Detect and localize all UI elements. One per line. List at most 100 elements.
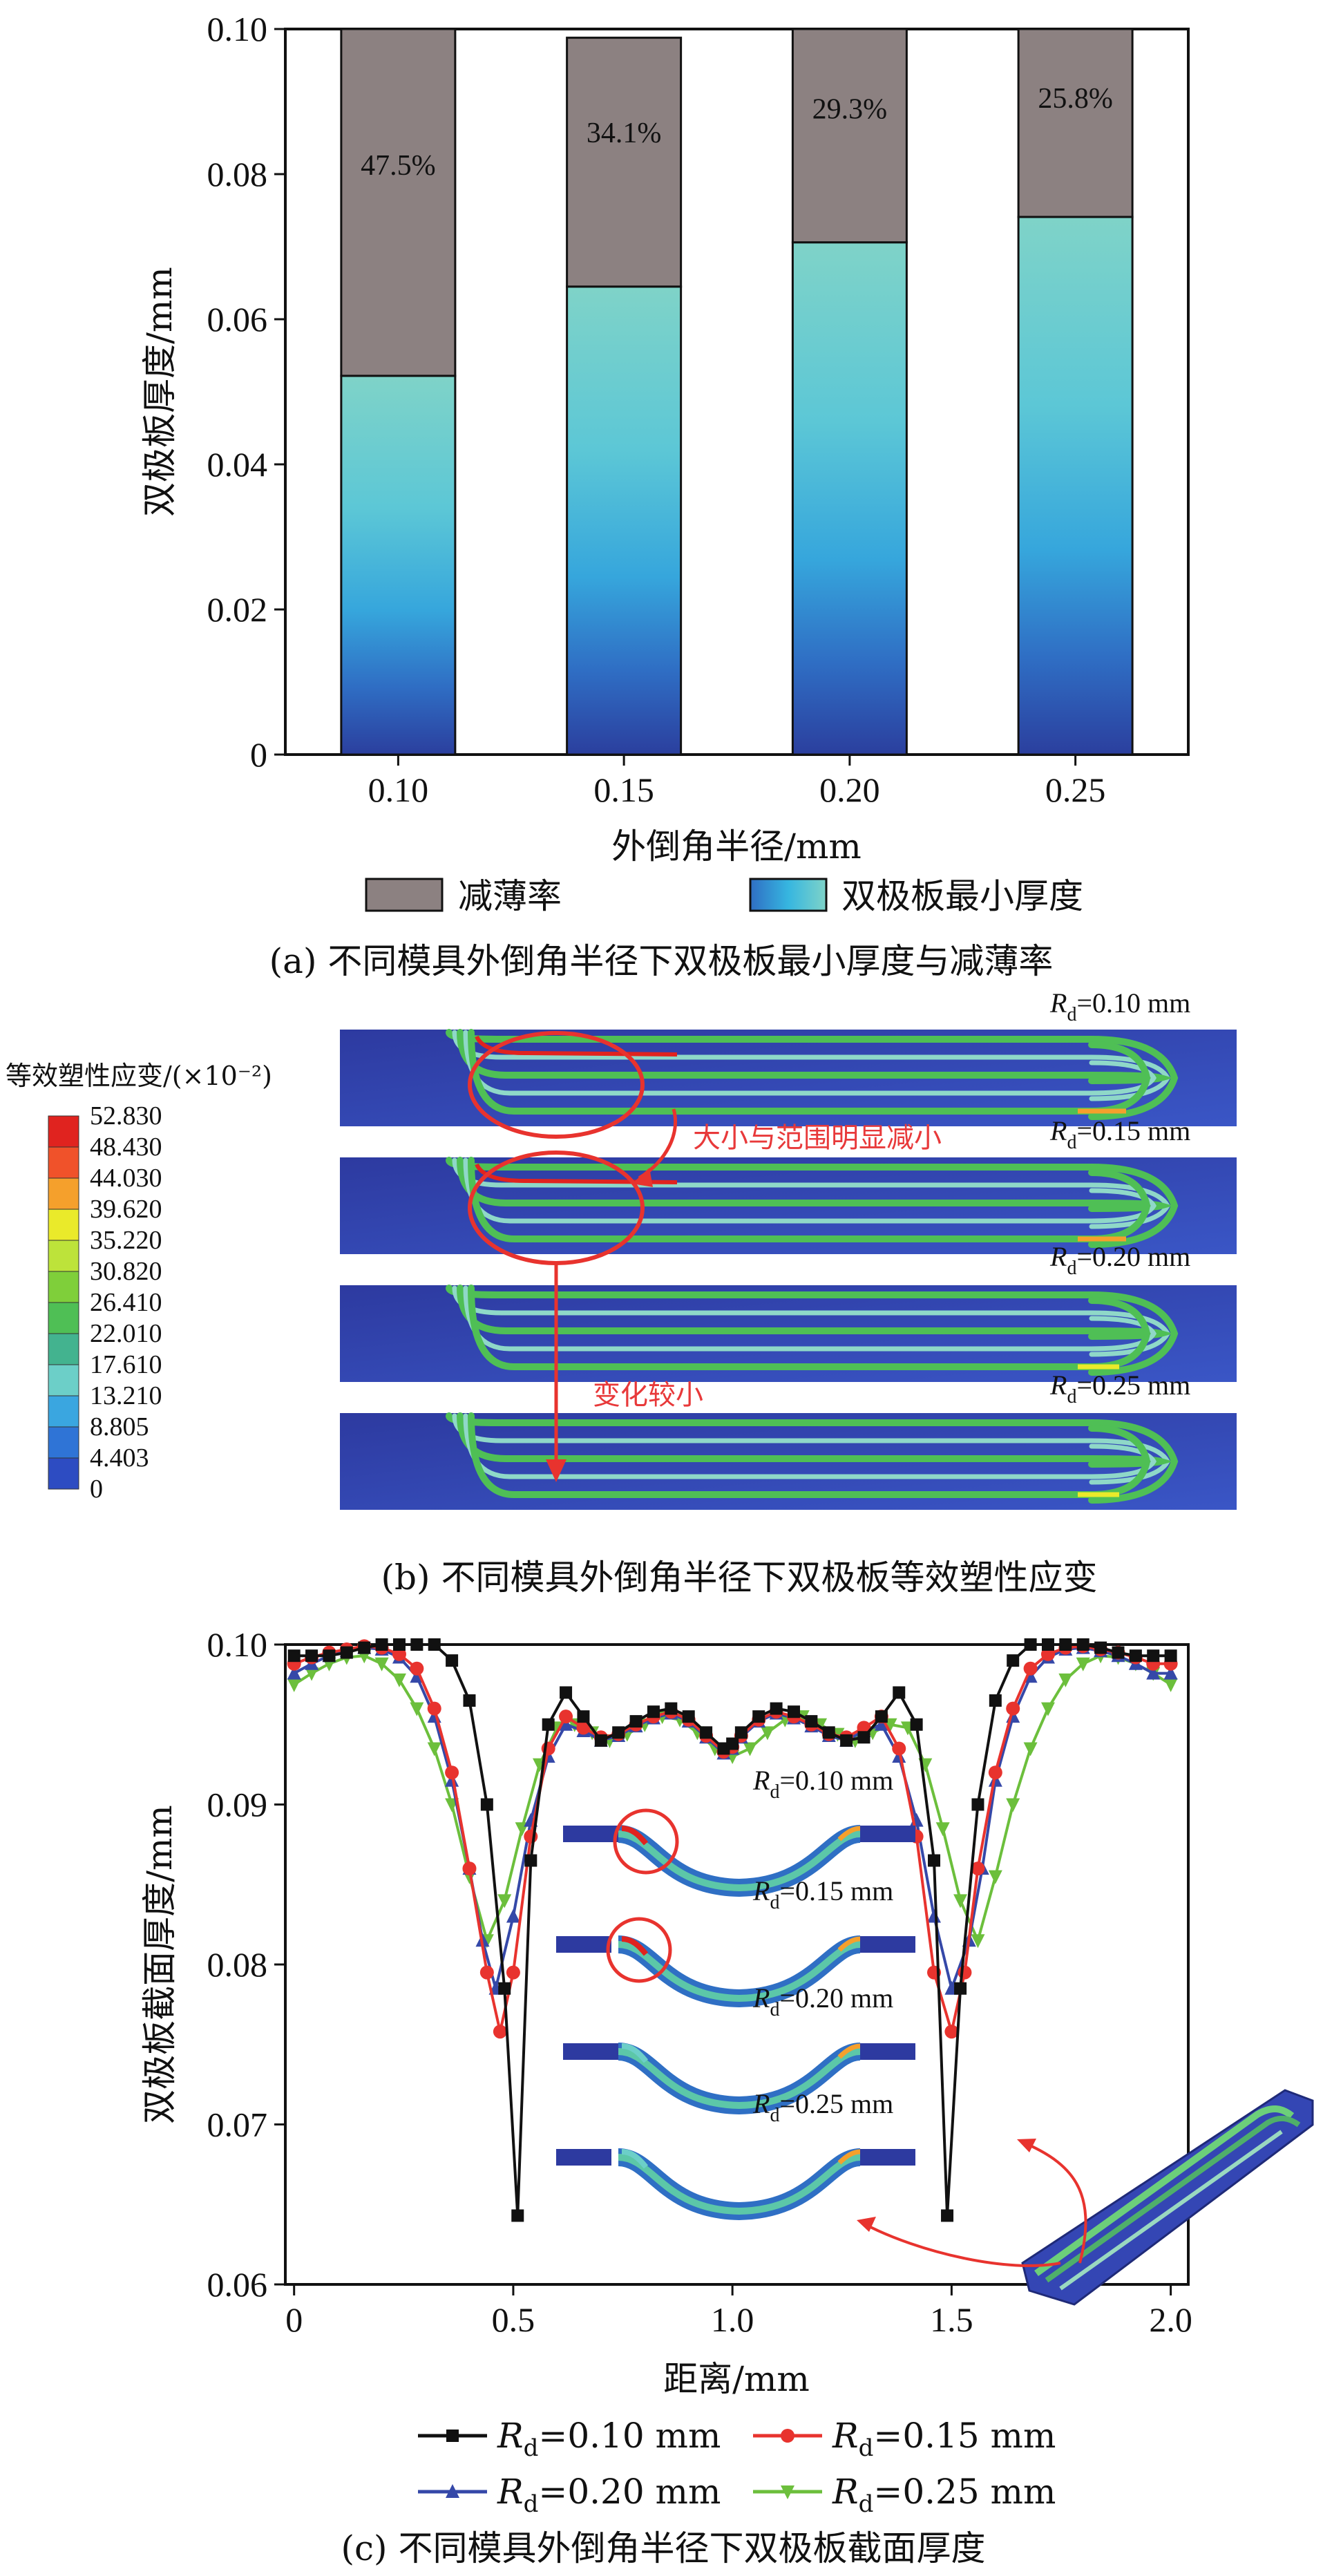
plate-2-channel-4 <box>468 1285 1151 1370</box>
colorbar-swatch-5 <box>48 1271 79 1303</box>
c-y-tick-label-0: 0.06 <box>207 2265 268 2304</box>
series-1-point-8 <box>427 1701 441 1716</box>
series-1 <box>287 1639 1178 2039</box>
annotation-text-2: 变化较小 <box>593 1379 703 1411</box>
plate-label-0-value: =0.10 mm <box>1076 987 1190 1019</box>
legend-entry-0: Rd=0.10 mm <box>418 2416 721 2462</box>
plate-label-0-sub: d <box>1067 1004 1076 1025</box>
colorbar-value-2: 44.030 <box>90 1164 162 1193</box>
plate-label-1: Rd=0.15 mm <box>1049 1115 1190 1153</box>
c-x-tick-label-4: 2.0 <box>1149 2300 1192 2339</box>
inset-arrow-2 <box>863 2222 1061 2267</box>
cross-section-label-1-sub: d <box>770 1892 779 1913</box>
series-3-point-41 <box>1006 1798 1020 1812</box>
cross-section-1-hotspot <box>621 1936 649 1956</box>
panel-c-x-axis-label: 距离/mm <box>663 2359 810 2399</box>
series-0-point-10 <box>463 1694 476 1707</box>
cross-section-label-2: Rd=0.20 mm <box>752 1982 893 2020</box>
cross-section-0-right-hotspot <box>837 1826 861 1841</box>
series-1-point-11 <box>479 1965 494 1980</box>
series-0-point-34 <box>857 1731 870 1744</box>
series-0-point-9 <box>446 1654 459 1667</box>
colorbar-value-7: 22.010 <box>90 1319 162 1348</box>
series-0-point-19 <box>612 1726 625 1739</box>
x-tick-label-3: 0.25 <box>1045 770 1106 809</box>
series-3-point-1 <box>305 1667 319 1681</box>
cross-section-3-core <box>618 2154 861 2215</box>
legend-label-2-value: =0.20 mm <box>538 2472 721 2512</box>
colorbar-title: 等效塑性应变/(×10⁻²) <box>6 1061 272 1091</box>
legend-swatch-thinning <box>365 878 444 912</box>
inset-highlight-circle-2 <box>606 1917 672 1983</box>
inset-arrowhead-1 <box>1017 2139 1036 2152</box>
plate-0-channel-4 <box>468 1029 1151 1115</box>
series-0-point-23 <box>682 1710 695 1723</box>
panel-a-bars: 47.5%34.1%29.3%25.8% <box>340 28 1134 756</box>
legend-label-thinning: 减薄率 <box>458 876 562 916</box>
series-0-point-26 <box>726 1737 739 1750</box>
panel-a-y-ticks: 00.020.040.060.080.10 <box>207 10 285 774</box>
series-0-point-41 <box>971 1798 984 1811</box>
series-2-line <box>293 1646 1171 1994</box>
legend-entry-2: Rd=0.20 mm <box>418 2472 721 2518</box>
legend-marker-1 <box>781 2429 794 2443</box>
series-0-point-44 <box>1024 1638 1037 1651</box>
series-0 <box>287 1638 1177 2222</box>
cross-section-3-right-hotspot <box>837 2149 861 2165</box>
series-1-point-12 <box>493 2025 507 2039</box>
annotation-group: 大小与范围明显减小 变化较小 <box>468 1031 942 1482</box>
series-0-point-16 <box>560 1686 573 1699</box>
y-tick-label-2: 0.04 <box>207 445 268 484</box>
series-2-point-38 <box>927 1909 942 1923</box>
legend-label-1: Rd=0.15 mm <box>832 2416 1056 2462</box>
series-3-point-42 <box>1023 1742 1038 1756</box>
series-3-point-0 <box>287 1678 301 1692</box>
plate-3d-channel-2 <box>1045 2115 1301 2283</box>
cross-section-3 <box>556 2148 915 2221</box>
series-3-point-5 <box>374 1657 389 1671</box>
series-0-point-50 <box>1129 1649 1142 1663</box>
legend-entry-3: Rd=0.25 mm <box>753 2472 1056 2518</box>
colorbar-value-11: 4.403 <box>90 1443 149 1472</box>
cross-section-0 <box>563 1825 915 1897</box>
panel-a-bar-chart: 47.5%34.1%29.3%25.8% 00.020.040.060.080.… <box>140 10 1190 981</box>
panel-a-plot-frame <box>284 28 1190 756</box>
cross-section-label-0-value: =0.10 mm <box>779 1765 893 1796</box>
plate-label-1-value: =0.15 mm <box>1076 1115 1190 1146</box>
bar-thinning-label-2: 29.3% <box>812 94 888 126</box>
colorbar-value-8: 17.610 <box>90 1350 162 1379</box>
series-0-point-32 <box>822 1726 835 1739</box>
series-0-point-51 <box>1147 1649 1160 1663</box>
legend-label-min-thickness: 双极板最小厚度 <box>841 876 1083 916</box>
plate-label-2-sub: d <box>1067 1258 1076 1279</box>
bar-thinning-label-0: 47.5% <box>361 150 436 182</box>
cross-section-label-2-sub: d <box>770 1999 779 2020</box>
panel-c-y-axis-label: 双极板截面厚度/mm <box>140 1805 180 2124</box>
series-2-point-52 <box>1163 1665 1178 1680</box>
cross-section-1-right-flange <box>860 1936 915 1953</box>
legend-label-0-sub: d <box>524 2434 539 2462</box>
series-1-point-13 <box>506 1965 520 1980</box>
cross-section-1-right-hotspot <box>837 1936 861 1952</box>
legend-label-3-value: =0.25 mm <box>873 2472 1056 2512</box>
panel-b-strain-contours: 等效塑性应变/(×10⁻²) 52.83048.43044.03039.6203… <box>6 987 1237 1598</box>
series-0-point-31 <box>805 1715 818 1728</box>
plate-label-3: Rd=0.25 mm <box>1049 1370 1190 1408</box>
bar-min-thickness-2 <box>791 241 908 756</box>
colorbar-value-9: 13.210 <box>90 1381 162 1410</box>
series-3 <box>287 1649 1178 1949</box>
plate-label-2-value: =0.20 mm <box>1076 1241 1190 1272</box>
colorbar-value-0: 52.830 <box>90 1101 162 1130</box>
colorbar-swatch-10 <box>48 1426 79 1459</box>
series-0-point-45 <box>1041 1638 1054 1651</box>
series-0-point-37 <box>910 1718 923 1731</box>
series-3-point-7 <box>410 1702 424 1716</box>
series-1-point-42 <box>988 1765 1002 1780</box>
x-tick-label-2: 0.20 <box>819 770 880 809</box>
series-2 <box>287 1640 1178 1995</box>
series-0-point-3 <box>340 1646 353 1659</box>
y-tick-label-0: 0 <box>250 735 267 774</box>
series-0-point-28 <box>752 1710 765 1723</box>
